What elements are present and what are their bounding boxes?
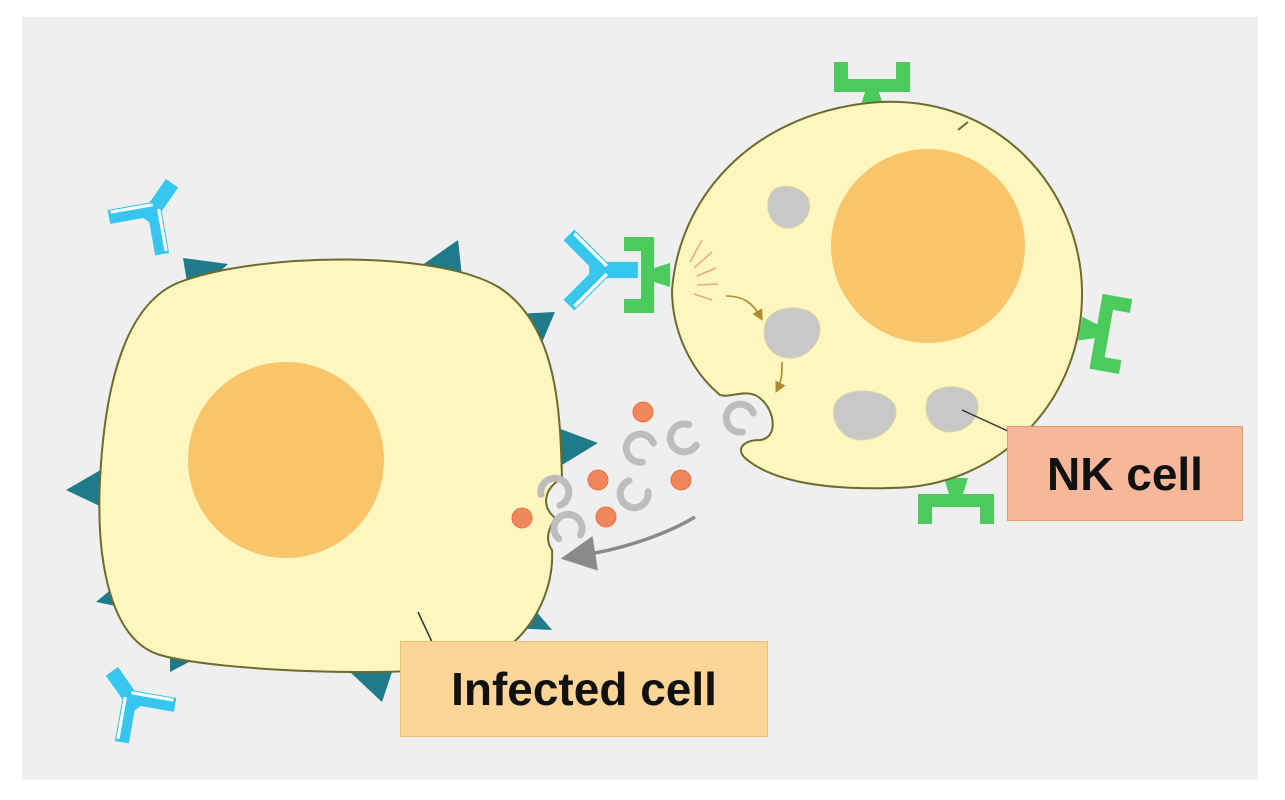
infected-cell-label: Infected cell bbox=[400, 641, 768, 737]
nk-cell bbox=[624, 62, 1133, 524]
membrane-tick bbox=[957, 121, 969, 131]
nk-cell-nucleus bbox=[831, 149, 1025, 343]
nk-granules bbox=[763, 185, 979, 441]
activation-rays bbox=[689, 239, 719, 301]
granzyme-dot-icon bbox=[511, 507, 533, 529]
granule-icon bbox=[833, 390, 897, 441]
granule-icon bbox=[925, 386, 979, 433]
granzyme-dot-icon bbox=[670, 469, 692, 491]
granzyme-particles bbox=[511, 401, 692, 529]
granule-icon bbox=[763, 307, 821, 359]
nk-label-pointer bbox=[961, 409, 1011, 433]
antigen-marker bbox=[66, 468, 104, 508]
granzyme-dot-icon bbox=[587, 469, 609, 491]
granule-icon bbox=[767, 185, 810, 229]
antigen-marker bbox=[350, 672, 392, 702]
nk-cell-label: NK cell bbox=[1007, 426, 1243, 521]
granule-movement-arrow bbox=[775, 361, 786, 394]
granzyme-dot-icon bbox=[595, 506, 617, 528]
infected-cell bbox=[66, 240, 598, 702]
antigen-marker bbox=[558, 428, 598, 465]
granule-movement-arrow bbox=[725, 295, 763, 321]
infected-cell-nucleus bbox=[188, 362, 384, 558]
infected-label-pointer bbox=[417, 611, 433, 643]
granzyme-dot-icon bbox=[632, 401, 654, 423]
delivery-arrow bbox=[560, 515, 696, 571]
